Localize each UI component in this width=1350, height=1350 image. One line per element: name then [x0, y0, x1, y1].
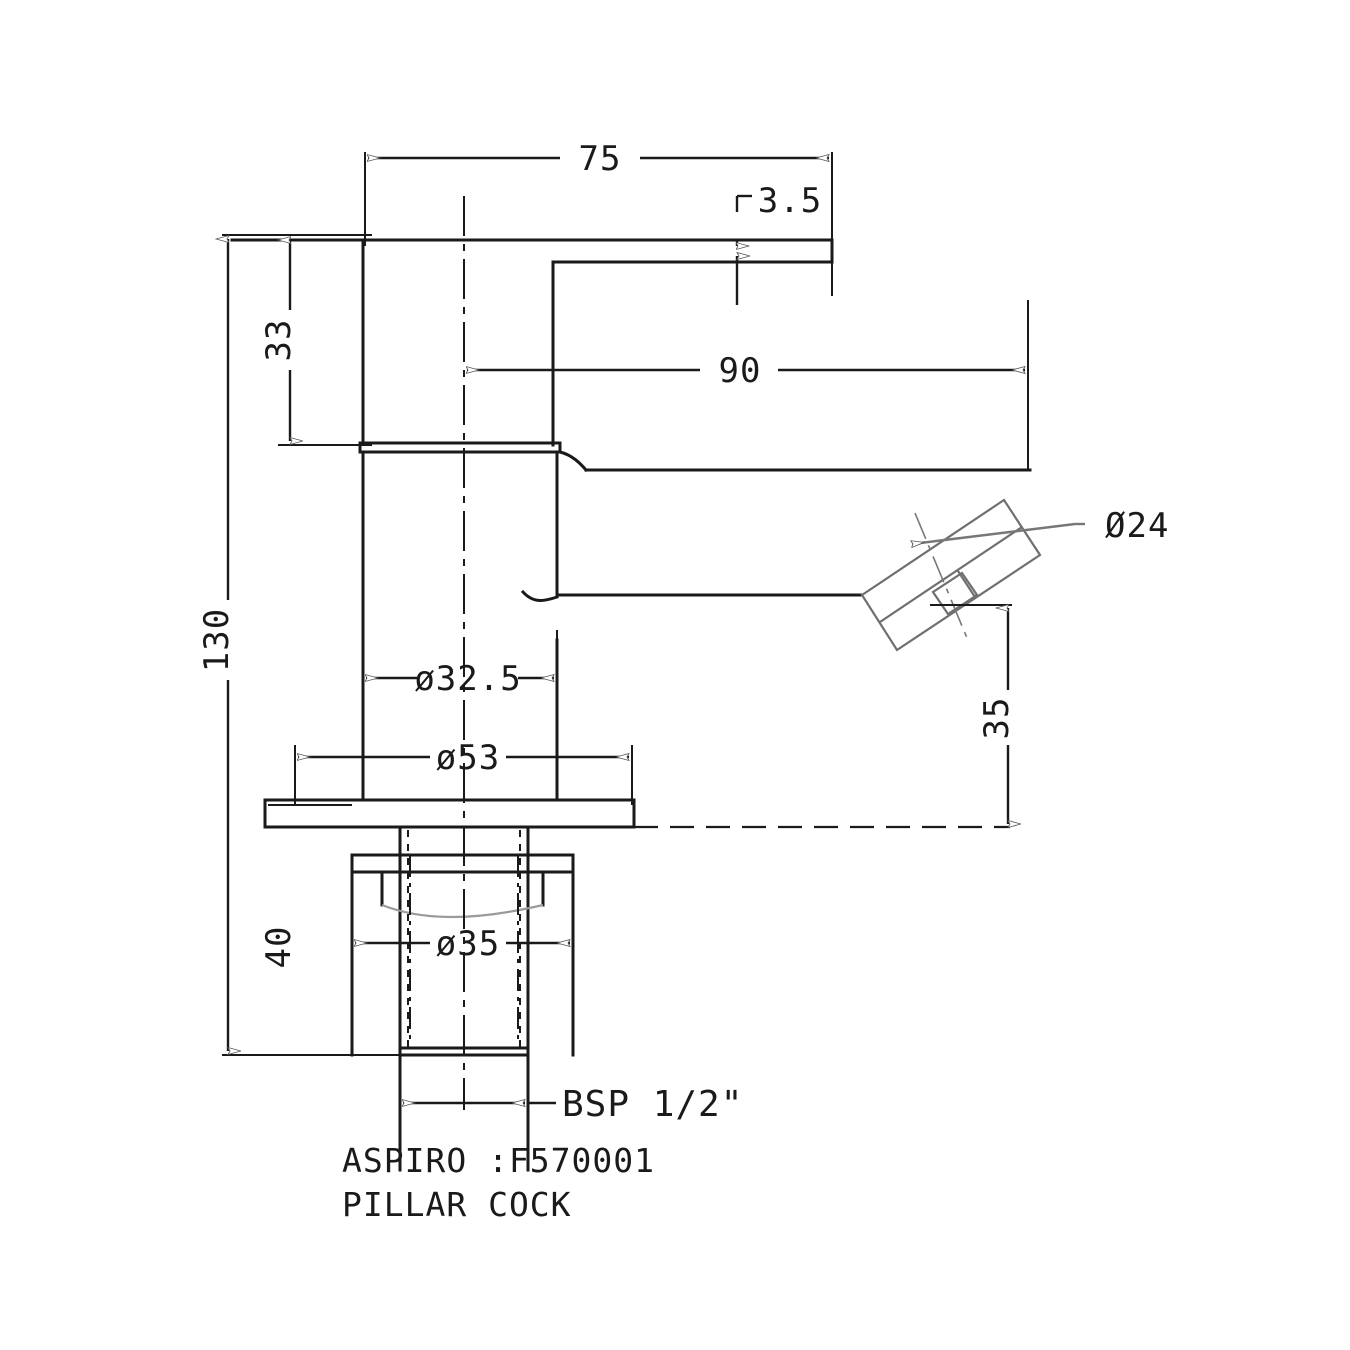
- dim-label-bsp: BSP 1/2": [562, 1084, 743, 1125]
- outlet-center-split: [879, 526, 1023, 623]
- title-line-model: ASPIRO :F570001: [342, 1141, 655, 1180]
- dim-label-dia53: ø53: [436, 738, 500, 778]
- dim-label-dia32p5: ø32.5: [414, 659, 521, 699]
- dim-label-40: 40: [259, 926, 299, 969]
- outlet-centerline-path: [914, 512, 968, 639]
- dim-label-dia24: Ø24: [1105, 506, 1169, 546]
- dim-label-35: 35: [977, 697, 1017, 740]
- shank-chain-lines: [409, 855, 519, 1045]
- dimension-text-group: 75 3.5 33 90 130 Ø24 35 ø32.5 ø53 ø35 40…: [197, 139, 1169, 1125]
- dim-label-33: 33: [259, 319, 299, 362]
- outlet-centerline: [914, 512, 968, 639]
- dim-label-dia35: ø35: [436, 924, 500, 964]
- dimension-lines: [228, 158, 1085, 1103]
- title-line-type: PILLAR COCK: [342, 1185, 572, 1224]
- extension-lines: [222, 152, 1029, 1110]
- hidden-lines: [407, 830, 521, 1050]
- outlet-aerator-recess: [931, 571, 979, 616]
- leader-dia24-slant: [912, 522, 1076, 544]
- dim-label-130: 130: [197, 608, 237, 672]
- title-block: ASPIRO :F570001 PILLAR COCK: [342, 1141, 655, 1224]
- outlet-face-edge: [957, 570, 976, 598]
- spout-outlet-assembly: [860, 498, 1042, 652]
- spout-bottom-fillet: [520, 589, 559, 602]
- dim-label-3p5: 3.5: [758, 181, 822, 221]
- dim-label-75: 75: [579, 139, 622, 179]
- outlet-body-outline: [860, 498, 1042, 652]
- spout-top-fillet: [558, 450, 589, 473]
- dim-label-90: 90: [719, 351, 762, 391]
